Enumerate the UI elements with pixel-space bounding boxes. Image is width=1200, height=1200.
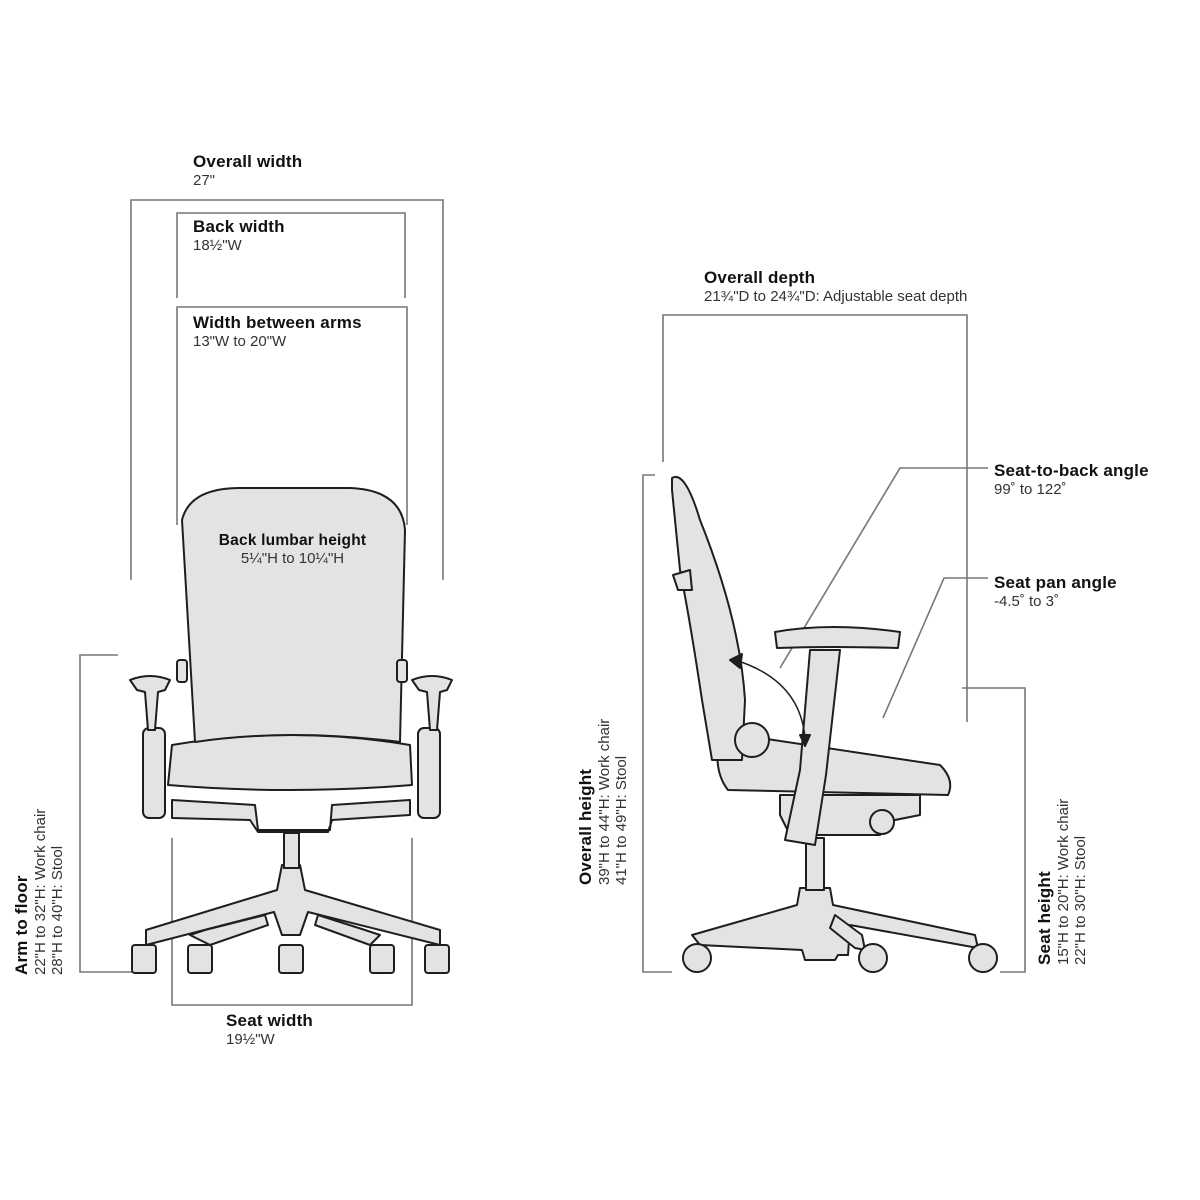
seat-height-value-work-chair: 15"H to 20"H: Work chair <box>1054 798 1072 965</box>
seat-height-bracket <box>962 687 1026 973</box>
overall-height-value-work-chair: 39"H to 44"H: Work chair <box>595 718 613 885</box>
overall-width-value: 27" <box>193 171 216 189</box>
overall-height-value-stool: 41"H to 49"H: Stool <box>612 755 630 885</box>
back-lumbar-height-value: 5¼"H to 10¼"H <box>240 549 345 567</box>
width-between-arms-title: Width between arms <box>193 313 362 332</box>
overall-width-bracket <box>130 199 444 580</box>
overall-width-label: Overall width 27" <box>193 152 302 189</box>
back-lumbar-height-label: Back lumbar height 5¼"H to 10¼"H <box>190 532 395 567</box>
back-width-title: Back width <box>193 217 285 236</box>
side-lumbar-knob <box>734 722 770 758</box>
side-dimension-lines <box>642 314 1026 973</box>
overall-height-title: Overall height <box>576 768 595 885</box>
arm-to-floor-title: Arm to floor <box>12 875 31 975</box>
front-left-arm-post <box>142 727 166 819</box>
back-width-bracket <box>176 212 406 298</box>
seat-to-back-leader <box>779 467 988 669</box>
side-caster-mid <box>858 943 888 973</box>
front-left-armrest <box>129 675 171 731</box>
back-lumbar-height-title: Back lumbar height <box>218 532 367 549</box>
width-between-arms-bracket <box>176 306 408 525</box>
overall-width-title: Overall width <box>193 152 303 171</box>
arm-to-floor-label: Arm to floor 22"H to 32"H: Work chair 28… <box>12 809 66 975</box>
seat-pan-angle-value: -4.5˚ to 3˚ <box>994 592 1060 610</box>
seat-height-value-stool: 22"H to 30"H: Stool <box>1071 835 1089 965</box>
front-right-armrest <box>411 675 453 731</box>
arm-to-floor-value-stool: 28"H to 40"H: Stool <box>48 845 66 975</box>
front-right-arm-post <box>417 727 441 819</box>
front-chair <box>129 487 453 974</box>
front-gas-column <box>283 832 300 869</box>
front-mechanism <box>171 799 411 833</box>
overall-depth-title: Overall depth <box>704 268 816 287</box>
seat-pan-angle-label: Seat pan angle -4.5˚ to 3˚ <box>994 573 1117 610</box>
arm-to-floor-bracket <box>79 654 135 973</box>
seat-height-label: Seat height 15"H to 20"H: Work chair 22"… <box>1035 799 1089 965</box>
side-chair <box>671 475 998 973</box>
seat-pan-leader <box>882 577 988 719</box>
seat-to-back-angle-title: Seat-to-back angle <box>994 461 1149 480</box>
seat-pan-angle-title: Seat pan angle <box>994 573 1117 592</box>
overall-depth-bracket <box>662 314 968 722</box>
seat-to-back-angle-value: 99˚ to 122˚ <box>994 480 1067 498</box>
side-caster-left <box>682 943 712 973</box>
overall-height-bracket <box>642 474 672 973</box>
back-width-label: Back width 18½"W <box>193 217 285 254</box>
front-seat <box>167 734 413 791</box>
seat-to-back-angle-label: Seat-to-back angle 99˚ to 122˚ <box>994 461 1149 498</box>
front-base-star <box>145 864 441 946</box>
back-width-value: 18½"W <box>193 236 242 254</box>
side-armrest <box>774 626 901 649</box>
front-casters <box>131 944 450 974</box>
seat-to-back-angle-arc <box>734 659 806 739</box>
side-arm-post <box>784 649 841 846</box>
seat-width-label: Seat width 19½"W <box>226 1011 313 1048</box>
width-between-arms-label: Width between arms 13"W to 20"W <box>193 313 383 350</box>
width-between-arms-value: 13"W to 20"W <box>193 332 287 350</box>
overall-height-label: Overall height 39"H to 44"H: Work chair … <box>576 719 630 885</box>
side-caster-right <box>968 943 998 973</box>
side-backrest <box>671 475 746 761</box>
overall-depth-value: 21¾"D to 24¾"D: Adjustable seat depth <box>704 287 968 305</box>
overall-depth-label: Overall depth 21¾"D to 24¾"D: Adjustable… <box>704 268 967 305</box>
seat-width-title: Seat width <box>226 1011 314 1030</box>
front-backrest <box>181 487 406 743</box>
seat-height-title: Seat height <box>1035 871 1054 965</box>
seat-width-value: 19½"W <box>226 1030 275 1048</box>
arm-to-floor-value-work-chair: 22"H to 32"H: Work chair <box>31 808 49 975</box>
